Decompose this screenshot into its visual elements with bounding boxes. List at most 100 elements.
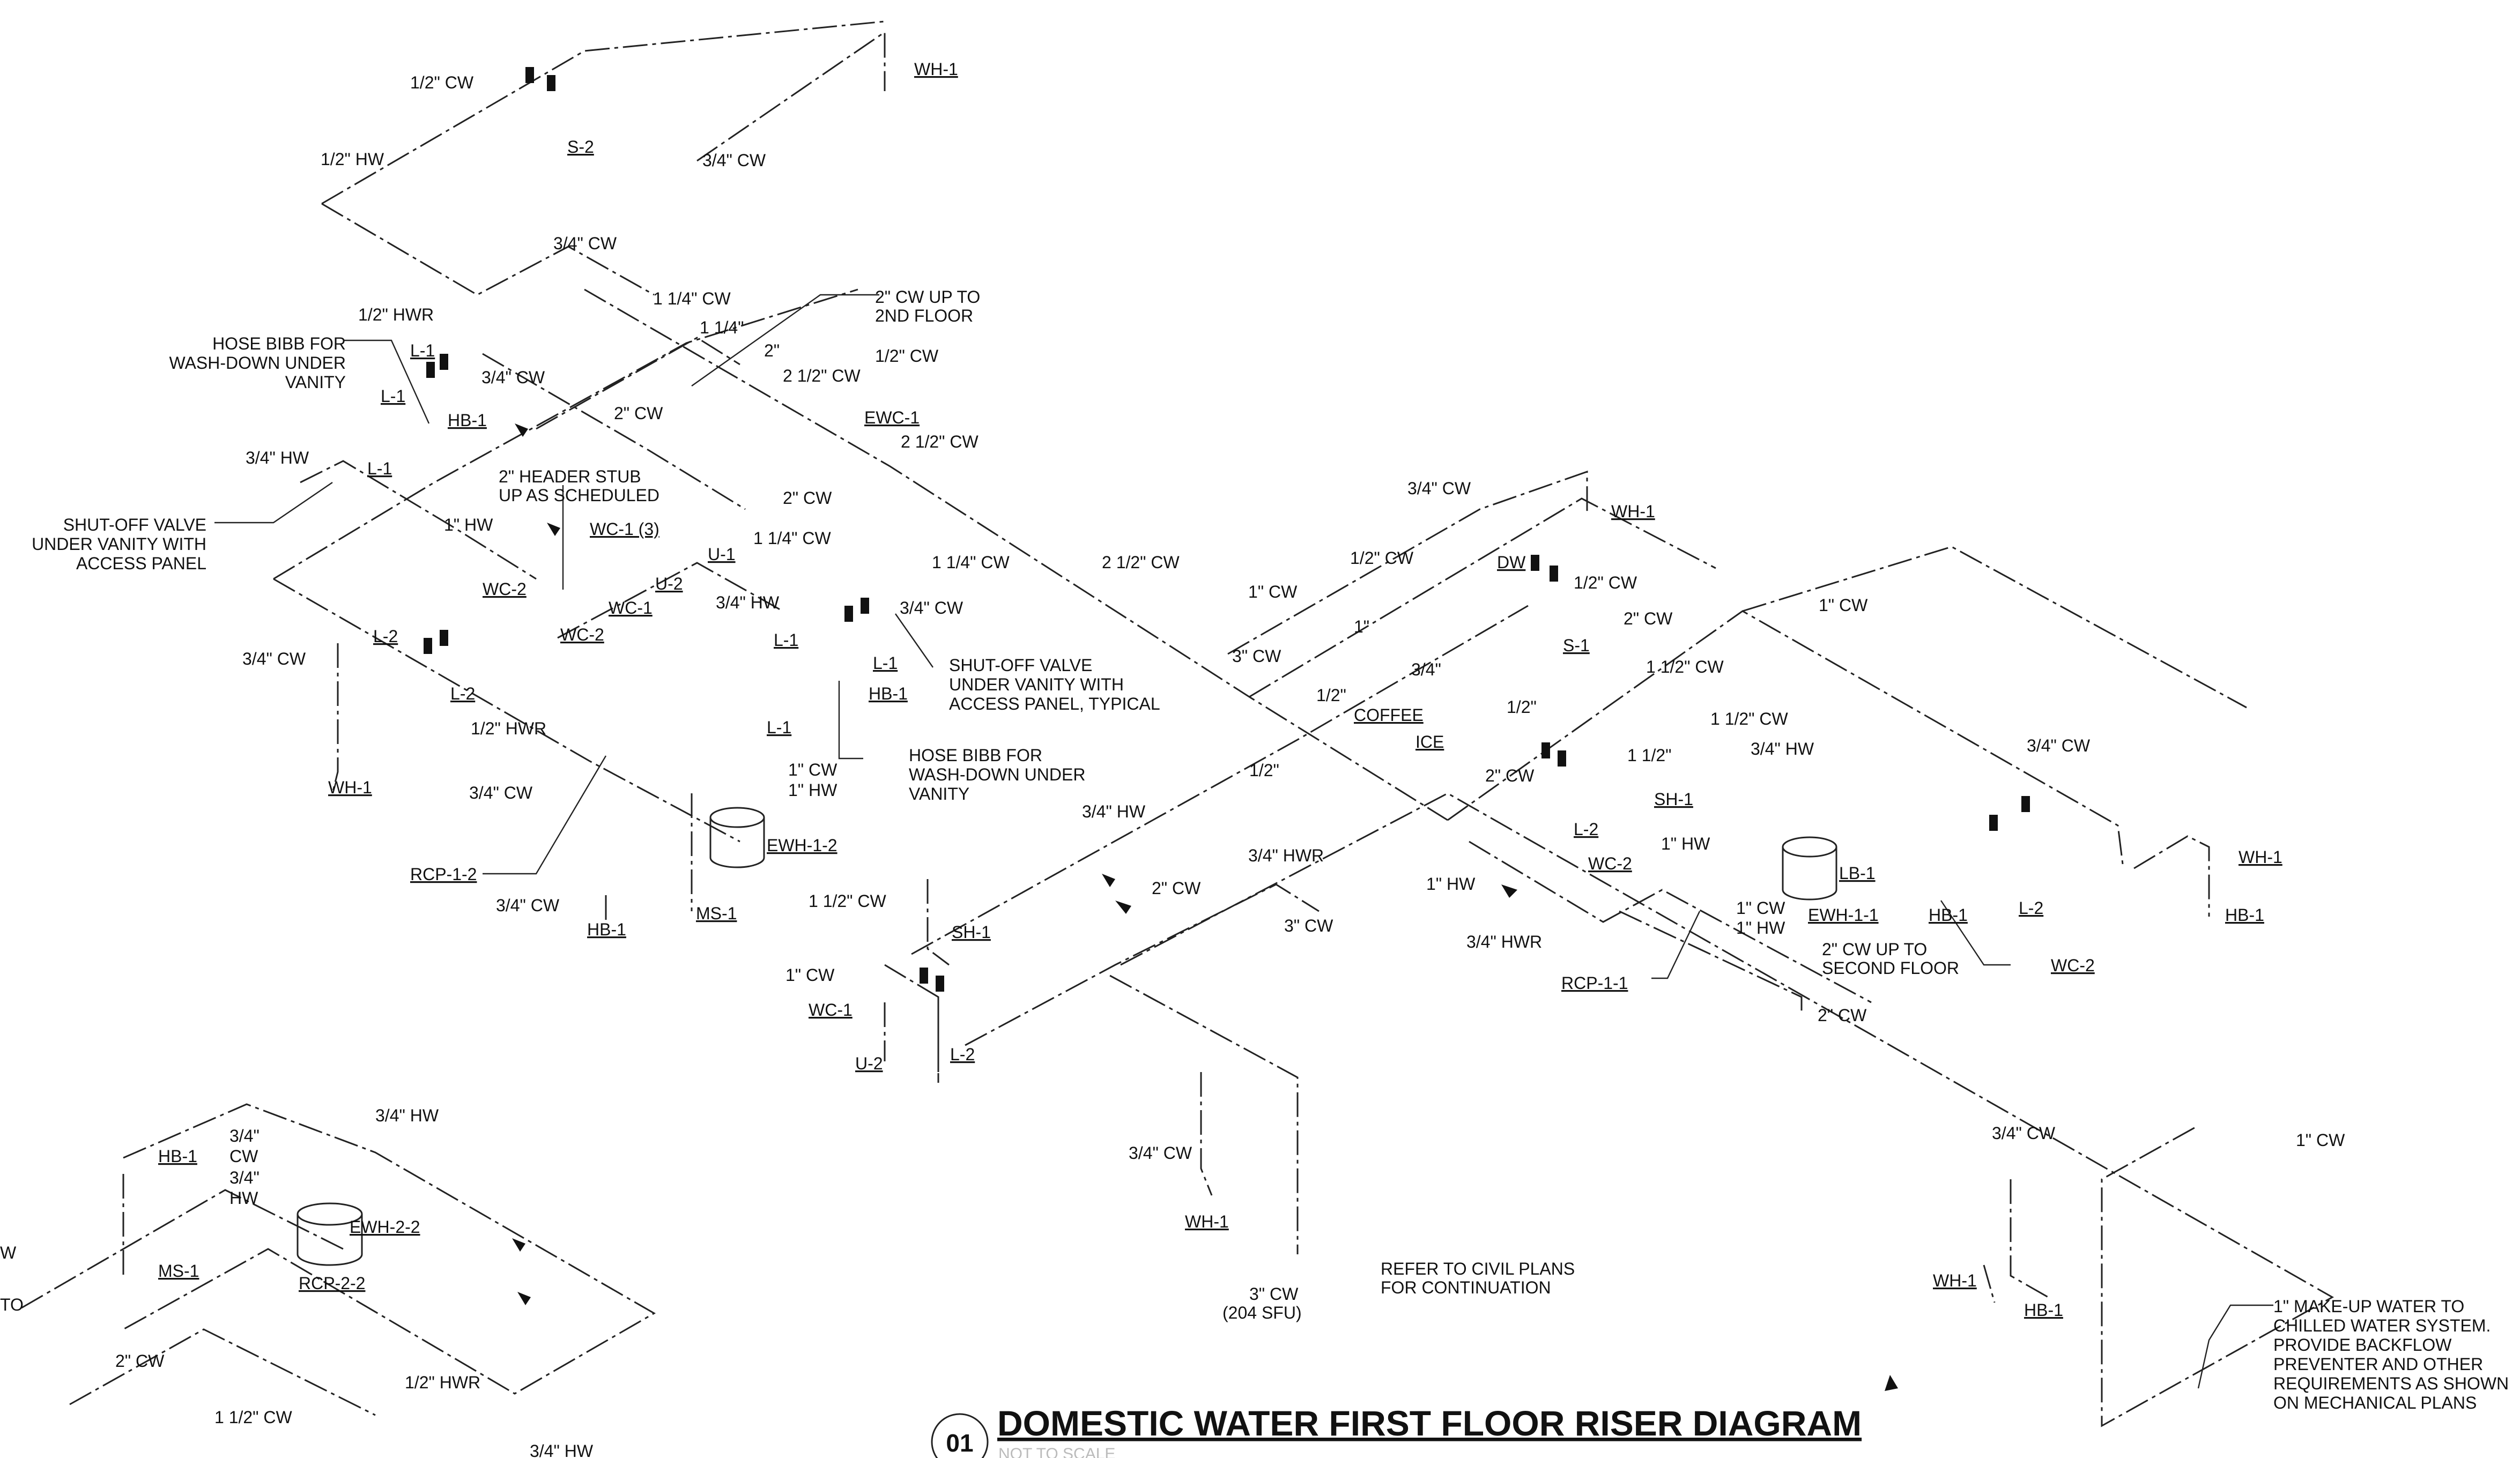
label-hw-34-e: 3/4" HW — [375, 1106, 439, 1125]
tag-l1-e: L-1 — [873, 653, 898, 673]
tag-hb1-br: HB-1 — [2024, 1300, 2063, 1320]
note-hb2-1: HOSE BIBB FOR — [909, 746, 1042, 765]
tag-wh1-right: WH-1 — [1611, 502, 1655, 521]
east-right-drop — [2133, 835, 2210, 917]
tag-rcp12: RCP-1-2 — [410, 865, 477, 884]
label-cw-112-c: 1 1/2" CW — [1710, 709, 1789, 728]
rear-branch — [482, 353, 746, 510]
label-hw-34-f: 3/4" — [229, 1168, 260, 1187]
tag-l1-a: L-1 — [410, 341, 435, 360]
label-hdr-1: 2" HEADER STUB — [499, 467, 641, 486]
note-sov-1: SHUT-OFF VALVE — [63, 515, 206, 534]
label-cw-34-e: 3/4" CW — [242, 649, 306, 668]
label-hw-1-d: 1" HW — [1426, 874, 1476, 894]
label-cw-112: 1 1/2" CW — [809, 891, 887, 911]
label-hw-34-g: 3/4" HW — [530, 1441, 594, 1458]
tag-hb1-b: HB-1 — [869, 684, 908, 703]
tag-l1-f: L-1 — [767, 718, 791, 737]
east-wh1-branch — [1983, 1264, 1996, 1303]
tag-hb1-e: HB-1 — [2225, 905, 2264, 925]
label-cw-34-k: 3/4" CW — [1992, 1124, 2056, 1143]
label-hwr-half-a: 1/2" HWR — [358, 305, 434, 324]
tag-ewc1: EWC-1 — [864, 408, 920, 427]
east-main — [1249, 497, 1716, 698]
label-hw-1-c: 1" HW — [1661, 834, 1710, 853]
tag-l2-e: L-2 — [2019, 898, 2043, 918]
tag-u2-b: U-2 — [855, 1054, 883, 1073]
sh1-riser — [927, 879, 950, 966]
tag-wh1-left: WH-1 — [328, 778, 372, 797]
scale-note: NOT TO SCALE — [998, 1445, 1115, 1458]
tag-l2-a: L-2 — [373, 627, 398, 646]
tag-wc1-a: WC-1 — [609, 598, 653, 618]
note-makeup-5: REQUIREMENTS AS SHOWN — [2273, 1374, 2509, 1393]
label-cw-2-g: 2" CW — [1818, 1006, 1867, 1025]
label-cw-212: 2 1/2" CW — [783, 366, 861, 385]
east-lower-return — [1619, 910, 1803, 1013]
east-far-riser — [2010, 1179, 2049, 1298]
label-hwr-34-a: 3/4" HWR — [1248, 846, 1324, 865]
water-heaters — [297, 807, 1837, 1266]
tag-wc2-b: WC-2 — [560, 625, 604, 644]
main-trunk-pipe — [584, 288, 1448, 821]
label-hw-34-f2: HW — [229, 1188, 258, 1208]
tag-coffee: COFFEE — [1354, 705, 1424, 725]
flow-arrows — [512, 423, 1898, 1391]
note-sov-typ-3: ACCESS PANEL, TYPICAL — [949, 694, 1160, 713]
tag-l2-b: L-2 — [450, 684, 475, 703]
label-edge-w: W — [0, 1243, 17, 1262]
rear-branch-2 — [536, 337, 740, 430]
label-cw-34-i: 3/4" CW — [1407, 479, 1471, 498]
label-cw-half-d: 1/2" CW — [1574, 573, 1637, 592]
label-cw-112-b: 1 1/2" CW — [1646, 657, 1724, 676]
center-branch-2 — [884, 964, 939, 1072]
label-cw-34-j: 3/4" CW — [2027, 736, 2091, 755]
tag-hb1-c: HB-1 — [587, 920, 626, 939]
label-cw-34-f: 3/4" CW — [469, 783, 533, 802]
inset-bottom — [69, 1328, 376, 1416]
label-civil-2: FOR CONTINUATION — [1381, 1278, 1551, 1297]
label-cw-2-up2-1: 2" CW UP TO — [1822, 940, 1927, 959]
label-cw-34-b: 3/4" CW — [553, 234, 617, 253]
callout-notes: HOSE BIBB FOR WASH-DOWN UNDER VANITY SHU… — [32, 334, 2509, 1412]
label-hw-34-c: 3/4" HW — [1082, 802, 1146, 821]
wh1-mid-branch — [1200, 1072, 1213, 1196]
tag-l2-c: L-2 — [950, 1045, 975, 1064]
tag-ms1-a: MS-1 — [696, 904, 737, 923]
inset-upper — [123, 1103, 656, 1395]
inset-lower — [21, 1189, 344, 1309]
note-hb-vanity-3: VANITY — [285, 373, 346, 392]
left-drop-wh1 — [331, 643, 339, 794]
center-branch-1 — [965, 883, 1320, 1046]
label-cw-34-a: 3/4" CW — [702, 151, 766, 170]
tag-dw: DW — [1497, 553, 1526, 572]
note-makeup-3: PROVIDE BACKFLOW — [2273, 1335, 2452, 1355]
note-hb2-2: WASH-DOWN UNDER — [909, 765, 1085, 784]
label-q34: 3/4" — [1411, 660, 1441, 679]
ewh-branch — [557, 562, 783, 639]
label-hw-34-d: 3/4" HW — [1751, 739, 1814, 758]
label-cw-half-top: 1/2" CW — [410, 73, 474, 92]
pipe-size-labels: 1/2" CW 1/2" HW 3/4" CW 3/4" CW 1/2" HWR… — [0, 73, 2345, 1458]
label-cw-114-a: 1 1/4" CW — [653, 289, 731, 308]
label-cw-half-b: 1/2" CW — [875, 346, 939, 366]
tag-ewh12: EWH-1-2 — [767, 836, 837, 855]
note-sov-2: UNDER VANITY WITH — [32, 534, 206, 554]
label-cw-2-e: 2" CW — [1624, 609, 1673, 628]
label-cw-114-c: 1 1/4" CW — [753, 529, 832, 548]
note-makeup-2: CHILLED WATER SYSTEM. — [2273, 1316, 2491, 1335]
label-hdr-2: UP AS SCHEDULED — [499, 486, 659, 505]
label-hw-1-e: 1" HW — [1736, 918, 1785, 938]
label-cw-half-c: 1/2" CW — [1350, 548, 1414, 568]
label-half-b: 1/2" — [1507, 697, 1537, 717]
east-header — [1447, 610, 2124, 869]
south-3in-main — [1109, 975, 1299, 1254]
tag-ewh11: EWH-1-1 — [1808, 905, 1879, 925]
note-sov-3: ACCESS PANEL — [76, 554, 206, 573]
label-hwr-34-b: 3/4" HWR — [1466, 932, 1542, 951]
label-one-half: 1 1/2" — [1627, 746, 1672, 765]
tag-hb1-a: HB-1 — [448, 411, 487, 430]
label-cw-2-d: 2" CW — [1152, 879, 1201, 898]
label-hwr-half-c: 1/2" HWR — [405, 1373, 480, 1392]
